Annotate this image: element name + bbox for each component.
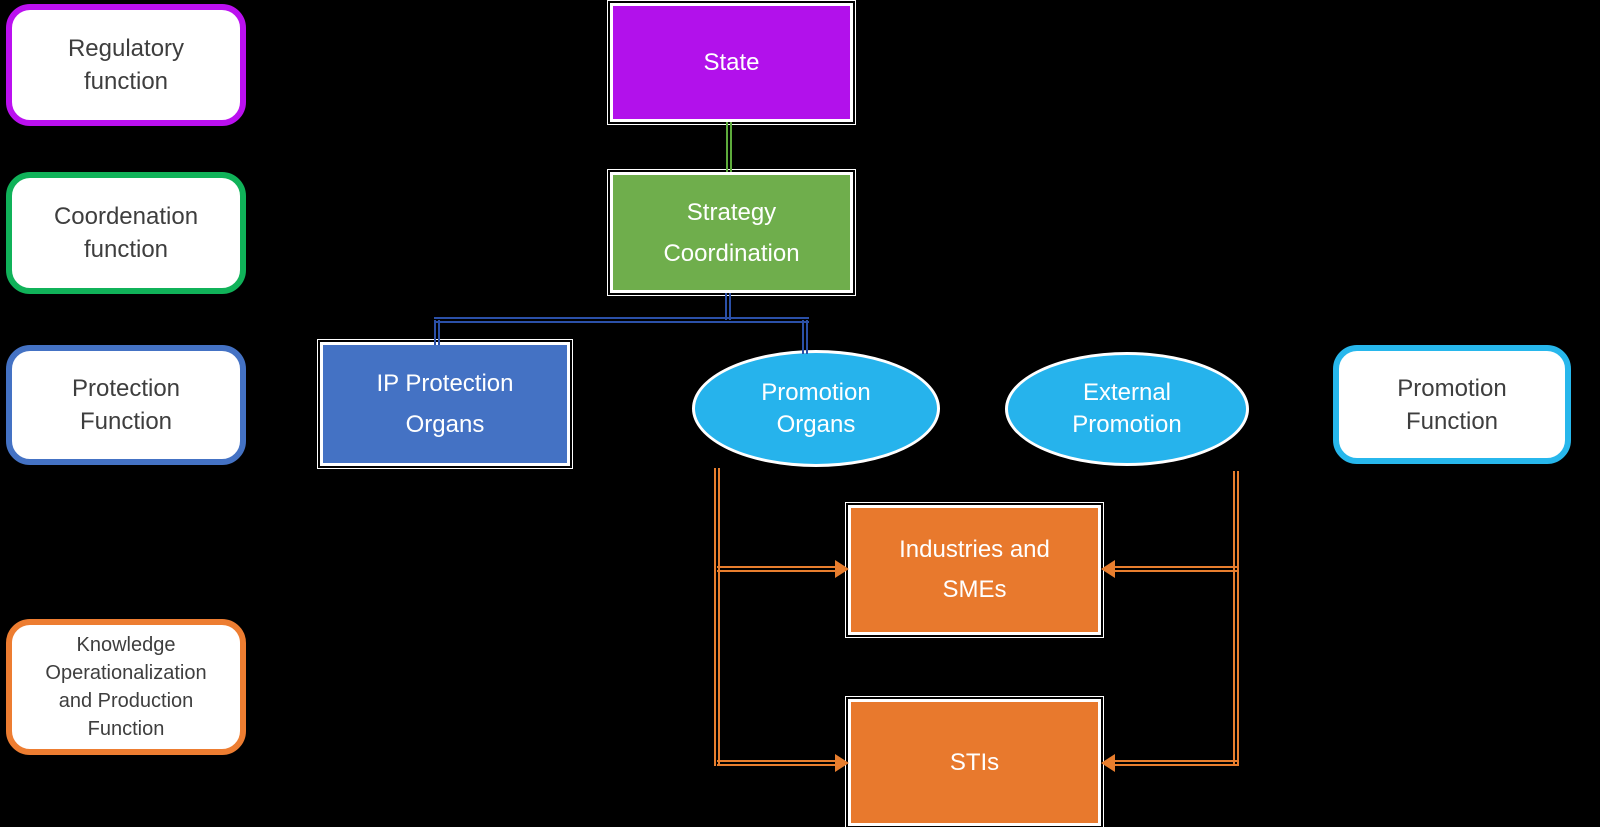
legend-knowledge-function: Knowledge Operationalization and Product… <box>6 619 246 755</box>
arrowhead-stis-left-icon <box>835 754 849 772</box>
promotion-organs-line1: Promotion <box>761 378 871 406</box>
legend-knowledge-line4: Function <box>87 718 165 740</box>
legend-coordenation-function: Coordenation function <box>6 172 246 294</box>
node-promotion-organs: Promotion Organs <box>692 350 940 467</box>
industries-line1: Industries and <box>899 536 1050 563</box>
connector-drop-ip-organs <box>434 320 440 345</box>
legend-regulatory-line1: Regulatory <box>67 35 185 62</box>
ip-organs-line1: IP Protection <box>376 370 514 397</box>
connector-promotion-organs-vertical <box>714 468 720 766</box>
connector-strategy-stem <box>725 293 731 320</box>
external-promotion-line2: Promotion <box>1072 411 1182 438</box>
legend-knowledge-line2: Operationalization <box>45 662 207 684</box>
promotion-function-line2: Function <box>1405 407 1499 435</box>
arrowhead-industries-right-icon <box>1101 560 1115 578</box>
strategy-line2: Coordination <box>663 239 800 267</box>
legend-knowledge-line1: Knowledge <box>76 634 176 656</box>
connector-promotion-to-industries <box>717 566 837 572</box>
arrowhead-industries-left-icon <box>835 560 849 578</box>
promotion-organs-line2: Organs <box>776 410 856 438</box>
node-state: State <box>607 0 856 125</box>
legend-coordenation-line1: Coordenation <box>53 203 199 230</box>
connector-promotion-to-stis <box>717 760 837 766</box>
connector-external-to-industries <box>1115 566 1237 572</box>
node-industries-smes: Industries and SMEs <box>845 502 1104 638</box>
legend-knowledge-line3: and Production <box>58 690 194 712</box>
legend-coordenation-line2: function <box>83 236 169 263</box>
legend-protection-line1: Protection <box>71 375 181 402</box>
node-promotion-function: Promotion Function <box>1333 345 1571 464</box>
node-stis: STIs <box>845 696 1104 827</box>
ip-organs-line2: Organs <box>405 411 485 438</box>
legend-regulatory-line2: function <box>83 68 169 95</box>
arrowhead-stis-right-icon <box>1101 754 1115 772</box>
state-label: State <box>703 49 760 76</box>
node-ip-protection-organs: IP Protection Organs <box>317 339 573 469</box>
legend-protection-line2: Function <box>79 408 173 435</box>
promotion-function-line1: Promotion <box>1397 374 1507 402</box>
legend-regulatory-function: Regulatory function <box>6 4 246 126</box>
connector-strategy-branch <box>434 317 809 323</box>
connector-external-promotion-vertical <box>1233 471 1239 766</box>
strategy-line1: Strategy <box>686 198 777 226</box>
industries-line2: SMEs <box>942 576 1007 603</box>
connector-external-to-stis <box>1115 760 1237 766</box>
connector-state-strategy <box>726 122 732 172</box>
node-external-promotion: External Promotion <box>1005 352 1249 466</box>
connector-drop-promotion-organs <box>802 320 808 354</box>
external-promotion-line1: External <box>1082 379 1172 406</box>
legend-protection-function: Protection Function <box>6 345 246 465</box>
stis-label: STIs <box>949 749 1000 776</box>
node-strategy-coordination: Strategy Coordination <box>607 169 856 296</box>
